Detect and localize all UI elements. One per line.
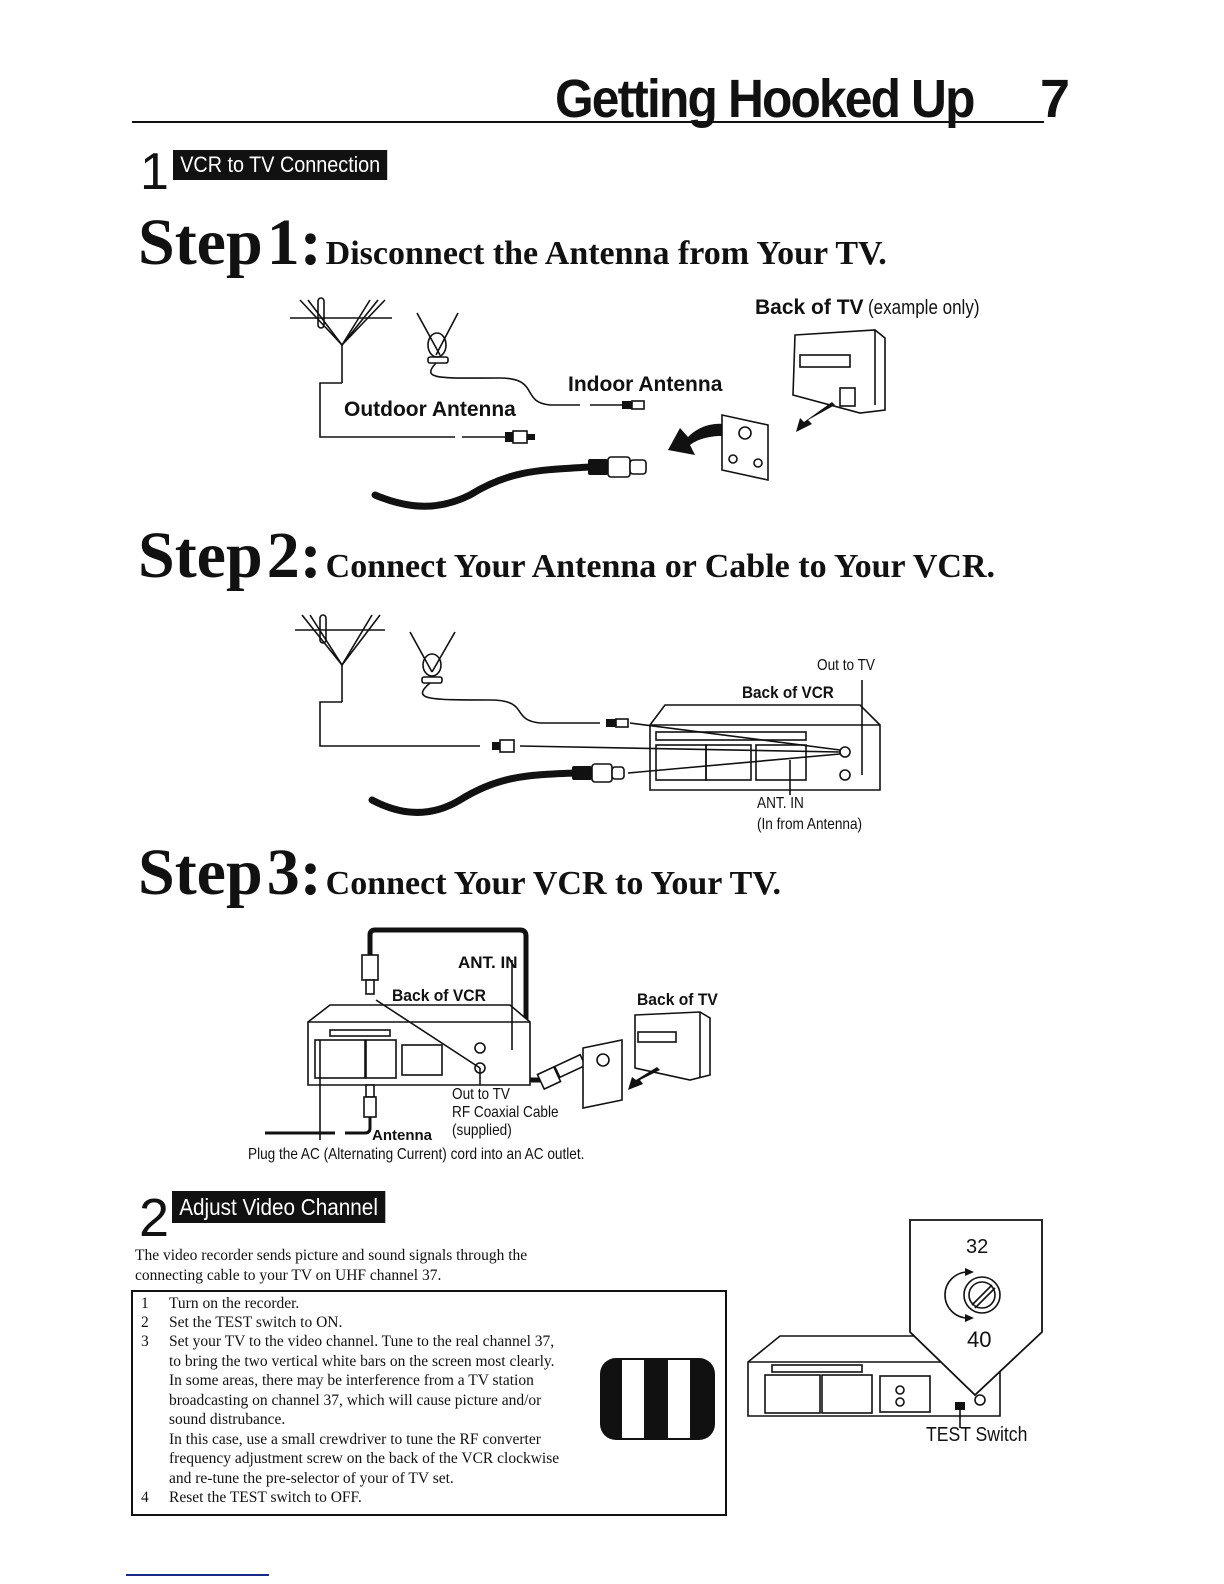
- step-1-description: Disconnect the Antenna from Your TV.: [325, 235, 887, 272]
- back-of-tv-text: Back of TV: [755, 296, 864, 319]
- supplied-label: (supplied): [452, 1122, 512, 1139]
- step-2-back-of-vcr-label: Back of VCR: [742, 683, 834, 702]
- tv-back-icon: [628, 1011, 711, 1090]
- step-2-in-from-antenna-label: (In from Antenna): [757, 816, 863, 833]
- wall-plate-icon: [721, 414, 769, 481]
- instruction-text: In this case, use a small crewdriver to …: [169, 1430, 541, 1448]
- outdoor-antenna-icon: [290, 297, 535, 444]
- section-1-number: 1: [140, 143, 169, 201]
- instruction-text: and re-tune the pre-selector of your of …: [169, 1469, 454, 1487]
- step-1-heading: Step 1: Disconnect the Antenna from Your…: [138, 205, 887, 281]
- step-3-back-of-tv-label: Back of TV: [637, 990, 718, 1009]
- step-1-label: Step: [138, 206, 263, 279]
- section-1-title: VCR to TV Connection: [173, 150, 388, 180]
- white-bar: [622, 1360, 644, 1438]
- white-bar: [668, 1360, 690, 1438]
- adjustment-screw-icon: [963, 1276, 1001, 1314]
- step-3-ant-in-label: ANT. IN: [458, 953, 518, 972]
- intro-line: The video recorder sends picture and sou…: [135, 1247, 528, 1264]
- ac-cord-note: Plug the AC (Alternating Current) cord i…: [248, 1146, 585, 1163]
- vcr-back-icon: [307, 960, 531, 1086]
- step-3-label: Step: [138, 836, 263, 909]
- outdoor-antenna-label: Outdoor Antenna: [344, 398, 516, 421]
- dial-callout: [909, 1219, 1043, 1397]
- step-1-num: 1:: [266, 206, 322, 279]
- step-2-heading: Step 2: Connect Your Antenna or Cable to…: [138, 518, 995, 594]
- page-title: Getting Hooked Up: [555, 69, 975, 129]
- indoor-antenna-icon: [409, 631, 629, 728]
- step-2-label: Step: [138, 519, 263, 592]
- dial-top-value: 32: [966, 1236, 989, 1258]
- indoor-antenna-label: Indoor Antenna: [568, 373, 723, 396]
- test-switch-label: TEST Switch: [926, 1424, 1028, 1446]
- vcr-back-icon: [519, 680, 881, 795]
- outdoor-antenna-icon: [295, 614, 515, 753]
- instructions-box: 1 Turn on the recorder. 2 Set the TEST s…: [131, 1290, 727, 1516]
- rf-coaxial-cable-label: RF Coaxial Cable: [452, 1104, 559, 1121]
- instruction-number: 1: [141, 1295, 149, 1312]
- step-2-ant-in-label: ANT. IN: [757, 795, 804, 812]
- instruction-text: to bring the two vertical white bars on …: [169, 1352, 555, 1370]
- step-2-out-to-tv-label: Out to TV: [817, 657, 875, 674]
- step-1-back-of-tv-label: Back of TV (example only): [755, 296, 999, 320]
- example-only-text: (example only): [867, 297, 980, 319]
- header-rule: [132, 121, 1044, 123]
- instruction-text: broadcasting on channel 37, which will c…: [169, 1391, 542, 1409]
- antenna-plug-icon: [265, 1040, 377, 1140]
- step-3-num: 3:: [266, 836, 322, 909]
- step-3-heading: Step 3: Connect Your VCR to Your TV.: [138, 835, 781, 911]
- instruction-text: frequency adjustment screw on the back o…: [169, 1450, 560, 1467]
- section-2-title: Adjust Video Channel: [172, 1191, 386, 1223]
- instruction-number: 4: [141, 1489, 149, 1506]
- instruction-text: Reset the TEST switch to OFF.: [169, 1489, 362, 1506]
- step-3-out-to-tv-label: Out to TV: [452, 1086, 510, 1103]
- step-3-description: Connect Your VCR to Your TV.: [325, 865, 781, 902]
- instruction-text: In some areas, there may be interference…: [169, 1372, 534, 1389]
- instruction-text: Turn on the recorder.: [169, 1295, 300, 1312]
- section-2-number: 2: [139, 1188, 170, 1248]
- step-3-back-of-vcr-label: Back of VCR: [392, 986, 486, 1005]
- tv-back-icon: [792, 329, 886, 432]
- test-pattern-screen-icon: [600, 1358, 715, 1440]
- instruction-text: sound distrubance.: [169, 1411, 286, 1428]
- coaxial-cable-icon: [371, 456, 647, 510]
- step-2-num: 2:: [266, 519, 322, 592]
- antenna-label: Antenna: [372, 1127, 432, 1144]
- indoor-antenna-icon: [416, 312, 645, 410]
- coaxial-cable-icon: [368, 763, 625, 816]
- instruction-number: 2: [141, 1314, 149, 1331]
- dial-bottom-value: 40: [967, 1327, 992, 1352]
- step-2-description: Connect Your Antenna or Cable to Your VC…: [325, 548, 996, 585]
- footer-rule: [126, 1574, 269, 1576]
- instruction-number: 3: [141, 1333, 149, 1350]
- section-2-intro: The video recorder sends picture and sou…: [135, 1246, 527, 1286]
- instruction-text: Set the TEST switch to ON.: [169, 1314, 343, 1331]
- wall-plate-icon: [582, 1039, 623, 1109]
- page-number: 7: [1040, 69, 1071, 129]
- instruction-text: Set your TV to the video channel. Tune t…: [169, 1333, 555, 1350]
- intro-line: connecting cable to your TV on UHF chann…: [135, 1267, 442, 1284]
